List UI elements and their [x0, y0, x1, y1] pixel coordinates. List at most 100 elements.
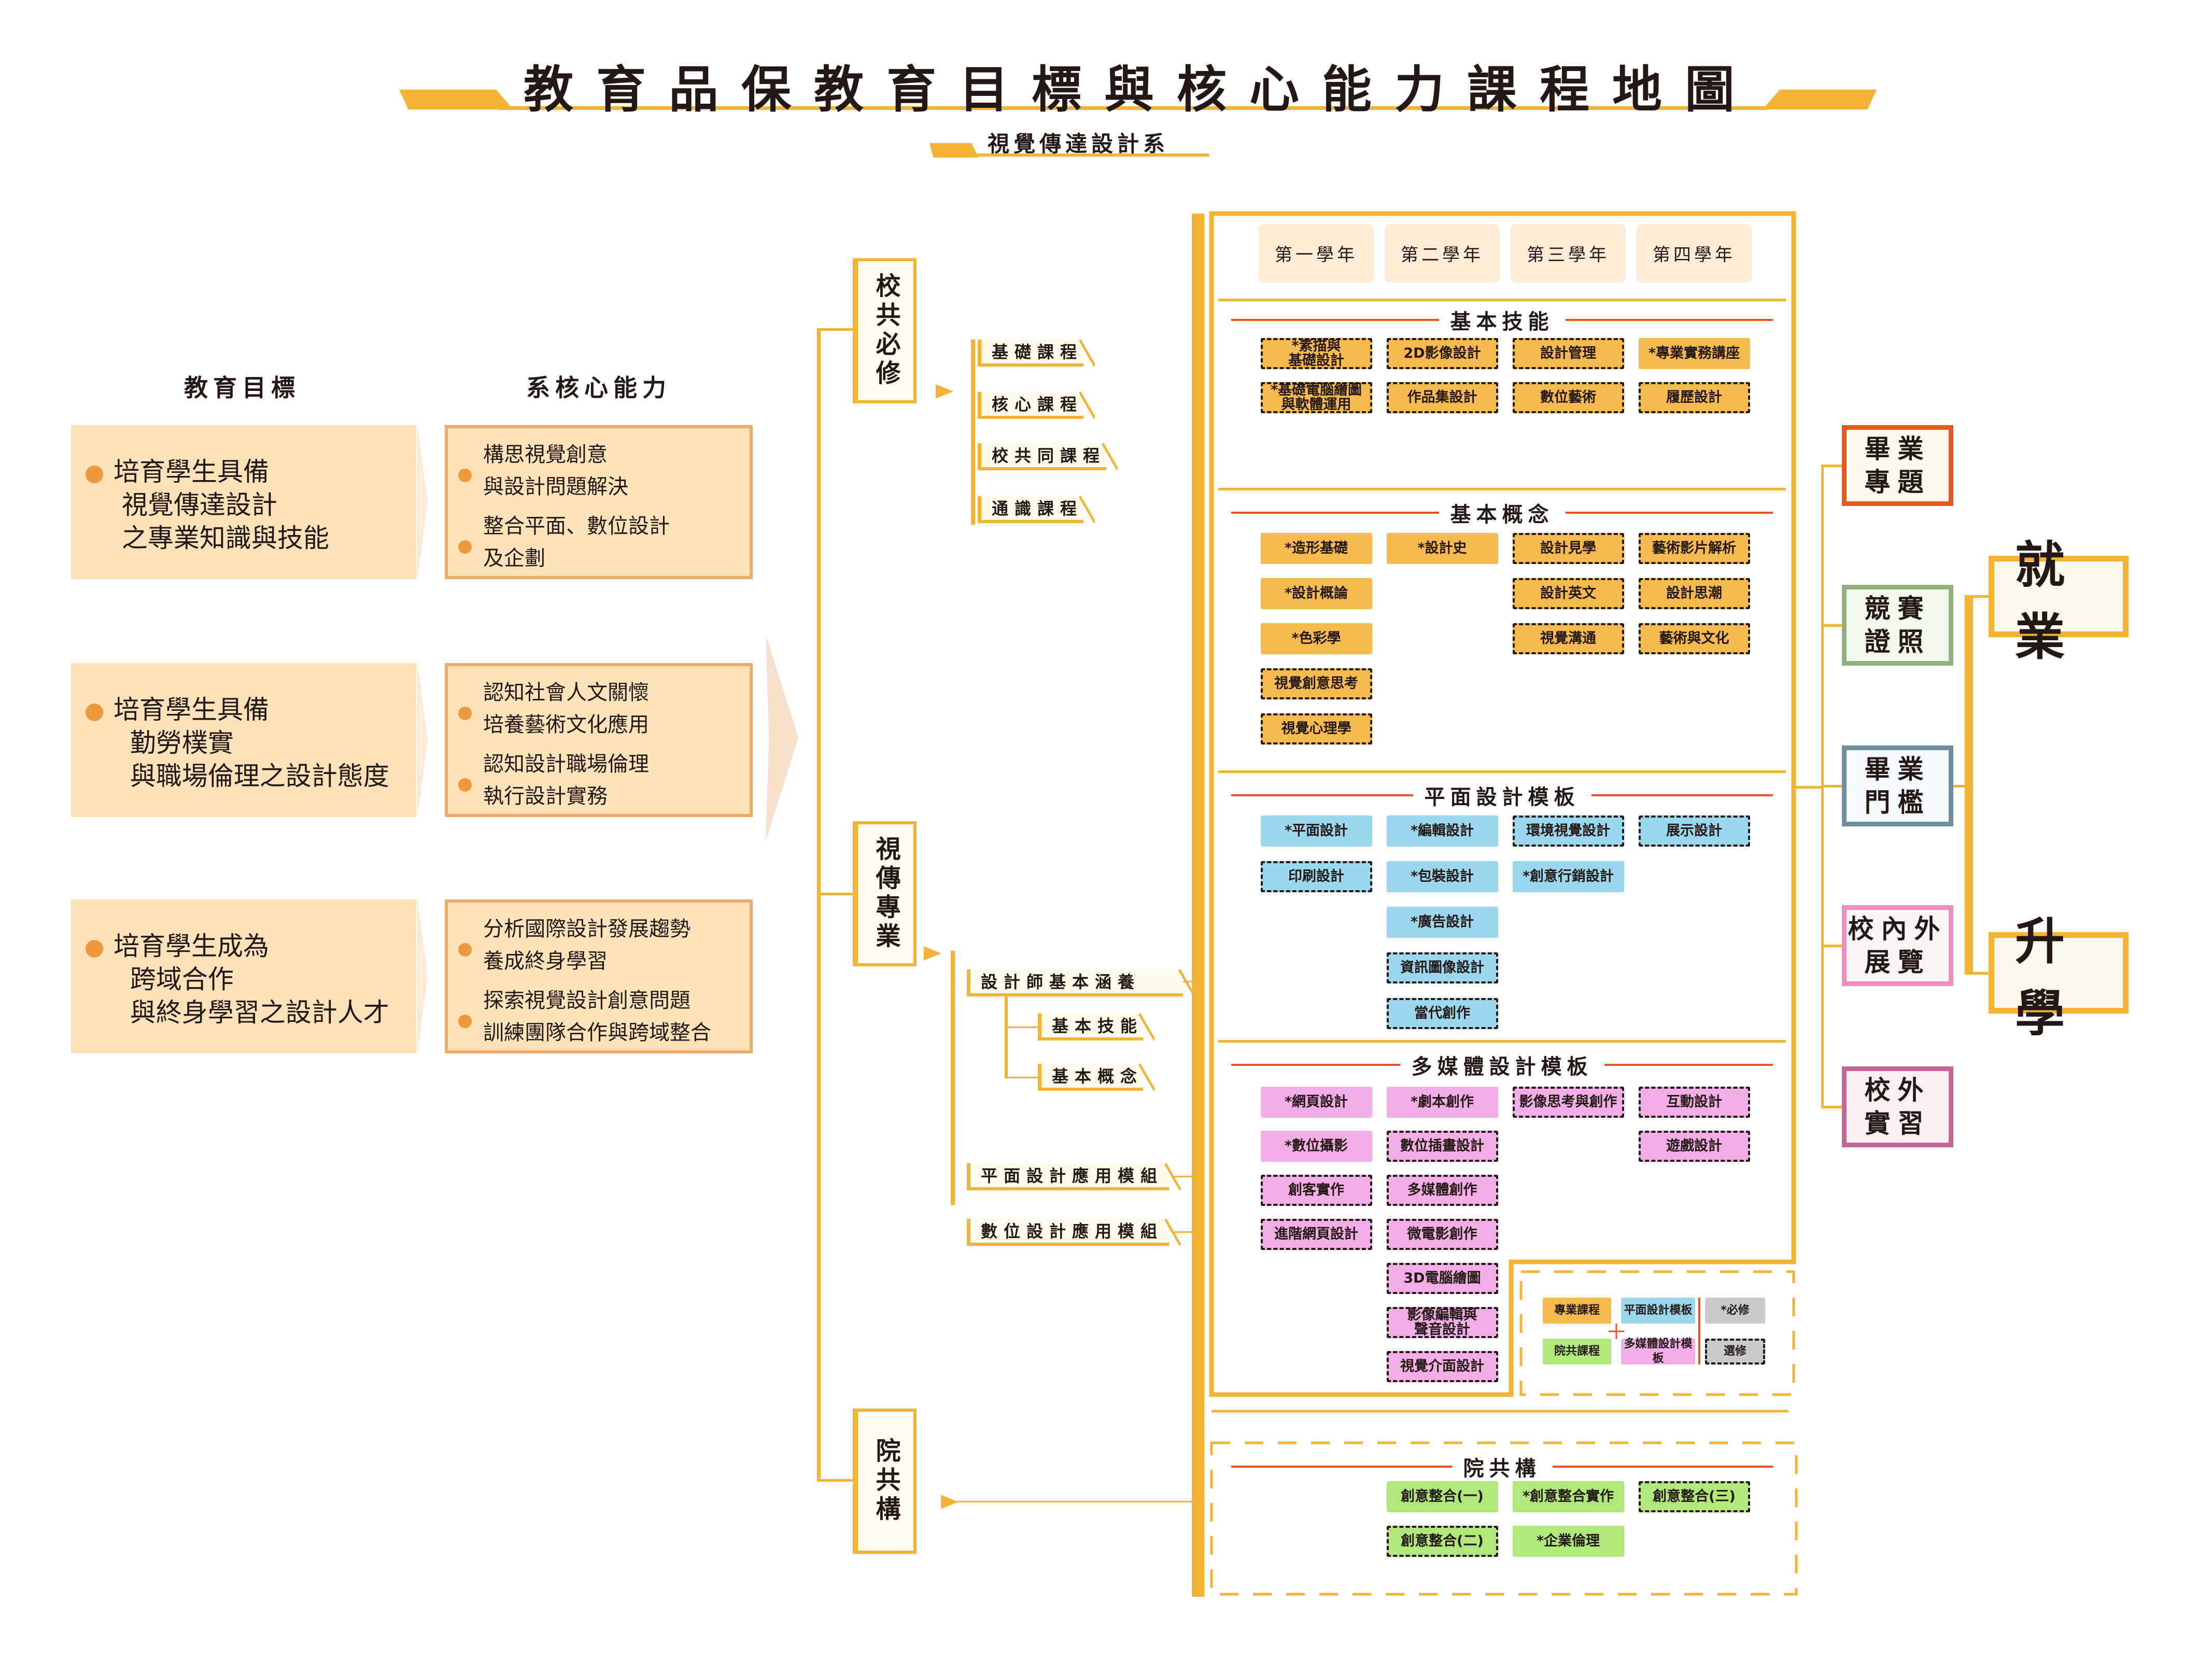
goal-box: 培育學生具備 勤勞樸實 與職場倫理之設計態度	[71, 663, 416, 817]
course-item[interactable]: 環境視覺設計	[1512, 816, 1624, 847]
course-item[interactable]: *劇本創作	[1386, 1087, 1498, 1118]
competency-item: 分析國際設計發展趨勢 養成終身學習	[483, 917, 691, 973]
divider-line	[1565, 319, 1773, 321]
tab-school-common-courses[interactable]: 校共同課程	[978, 443, 1118, 470]
competency-item: 整合平面、數位設計 及企劃	[483, 514, 670, 570]
year-column: 2D影像設計作品集設計	[1385, 338, 1500, 413]
course-item[interactable]: *設計史	[1386, 533, 1498, 564]
course-item[interactable]: 設計管理	[1512, 338, 1624, 369]
course-item[interactable]: 視覺創意思考	[1260, 668, 1372, 699]
course-item[interactable]: 履歷設計	[1638, 382, 1750, 413]
divider	[1218, 299, 1786, 301]
title-bar-right	[1763, 90, 1877, 109]
course-item[interactable]: 視覺心理學	[1260, 713, 1372, 744]
course-item[interactable]: *數位攝影	[1260, 1131, 1372, 1162]
year-column: 創意整合(一) 創意整合(二)	[1385, 1481, 1500, 1557]
course-item[interactable]: 數位藝術	[1512, 382, 1624, 413]
course-item[interactable]: 3D電腦繪圖	[1386, 1263, 1498, 1294]
divider-line	[1604, 1064, 1773, 1066]
course-item[interactable]: 設計英文	[1512, 578, 1624, 609]
tab-basic-courses[interactable]: 基礎課程	[978, 340, 1095, 367]
course-item[interactable]: 設計見學	[1512, 533, 1624, 564]
course-item[interactable]: 藝術與文化	[1638, 623, 1750, 654]
tab-basic-concepts[interactable]: 基本概念	[1038, 1064, 1154, 1091]
course-item[interactable]: *設計概論	[1260, 578, 1372, 609]
tab-graphic-module[interactable]: 平面設計應用模組	[967, 1163, 1180, 1190]
connector-line	[1953, 785, 1969, 788]
course-item[interactable]: *素描與 基礎設計	[1260, 338, 1372, 369]
bullet-icon	[458, 778, 472, 792]
goal-box: 培育學生具備 視覺傳達設計 之專業知識與技能	[71, 425, 416, 579]
goal-box: 培育學生成為 跨域合作 與終身學習之設計人才	[71, 899, 416, 1053]
competency-item: 構思視覺創意 與設計問題解決	[483, 443, 628, 499]
course-item[interactable]: 多媒體創作	[1386, 1175, 1498, 1206]
sub-bracket	[1005, 994, 1008, 1078]
connector-line	[1821, 945, 1843, 947]
course-item[interactable]: 視覺溝通	[1512, 623, 1624, 654]
course-item[interactable]: 影像思考與創作	[1512, 1087, 1624, 1118]
category-major[interactable]: 視傳專業	[853, 821, 917, 966]
section-courses: *網頁設計 *數位攝影創客實作進階網頁設計 *劇本創作數位插畫設計多媒體創作微電影創…	[1259, 1087, 1752, 1382]
course-item[interactable]: 創意整合(一)	[1386, 1481, 1498, 1512]
course-item[interactable]: *包裝設計	[1386, 861, 1498, 892]
course-item[interactable]: *平面設計	[1260, 816, 1372, 847]
course-item[interactable]: *網頁設計	[1260, 1087, 1372, 1118]
section-title: 院共構	[1463, 1457, 1541, 1481]
course-item[interactable]: 互動設計	[1638, 1087, 1750, 1118]
category-label: 視傳專業	[871, 836, 900, 952]
course-item[interactable]: 進階網頁設計	[1260, 1219, 1372, 1250]
connector-line	[1821, 624, 1843, 627]
course-item[interactable]: *創意整合實作	[1512, 1481, 1624, 1512]
course-item[interactable]: 印刷設計	[1260, 861, 1372, 892]
trunk-line	[817, 328, 821, 1482]
outcome-further-study: 升學	[1989, 912, 2129, 1043]
category-college[interactable]: 院共構	[853, 1409, 917, 1554]
course-item[interactable]: 資訊圖像設計	[1386, 952, 1498, 983]
goal-text: 培育學生成為 跨域合作 與終身學習之設計人才	[114, 931, 389, 1028]
divider-line	[1591, 794, 1773, 796]
course-item[interactable]: *創意行銷設計	[1512, 861, 1624, 892]
course-item[interactable]: 作品集設計	[1386, 382, 1498, 413]
course-item[interactable]: 設計思潮	[1638, 578, 1750, 609]
tab-general-education[interactable]: 通識課程	[978, 496, 1095, 523]
subtitle-underline	[975, 153, 1209, 157]
year-column: *編輯設計 *包裝設計 *廣告設計資訊圖像設計當代創作	[1385, 816, 1500, 1029]
course-item[interactable]: *廣告設計	[1386, 907, 1498, 938]
competency-item: 認知社會人文關懷 培養藝術文化應用	[483, 681, 649, 737]
tab-digital-module[interactable]: 數位設計應用模組	[967, 1219, 1180, 1246]
competency-item: 認知設計職場倫理 執行設計實務	[483, 752, 649, 808]
goal-text: 培育學生具備 勤勞樸實 與職場倫理之設計態度	[114, 695, 389, 791]
course-item[interactable]: *編輯設計	[1386, 816, 1498, 847]
section-header: 基本技能	[1231, 305, 1773, 335]
tab-basic-skills[interactable]: 基本技能	[1038, 1014, 1154, 1041]
year-column: 設計見學設計英文視覺溝通	[1511, 533, 1626, 744]
course-item[interactable]: 微電影創作	[1386, 1219, 1498, 1250]
course-item[interactable]: *企業倫理	[1512, 1526, 1624, 1557]
section-title: 平面設計模板	[1424, 785, 1580, 809]
course-item[interactable]: 視覺介面設計	[1386, 1351, 1498, 1382]
legend-required: *必修	[1705, 1298, 1765, 1324]
divider	[1218, 770, 1786, 773]
section-title: 基本概念	[1450, 503, 1554, 527]
course-item[interactable]: 2D影像設計	[1386, 338, 1498, 369]
course-item[interactable]: 數位插畫設計	[1386, 1131, 1498, 1162]
goal-text: 培育學生具備 視覺傳達設計 之專業知識與技能	[114, 457, 329, 553]
course-item[interactable]: 當代創作	[1386, 998, 1498, 1029]
bullet-icon	[86, 940, 103, 958]
course-item[interactable]: *基礎電腦繪圖 與軟體運用	[1260, 382, 1372, 413]
department-name: 視覺傳達設計系	[988, 131, 1170, 157]
course-item[interactable]: 展示設計	[1638, 816, 1750, 847]
course-item[interactable]: 遊戲設計	[1638, 1131, 1750, 1162]
course-item[interactable]: 藝術影片解析	[1638, 533, 1750, 564]
bullet-icon	[458, 943, 472, 957]
course-item[interactable]: 創意整合(二)	[1386, 1526, 1498, 1557]
course-item[interactable]: *專業實務講座	[1638, 338, 1750, 369]
course-item[interactable]: 創客實作	[1260, 1175, 1372, 1206]
course-item[interactable]: 影像編輯與 聲音設計	[1386, 1307, 1498, 1338]
course-item[interactable]: *色彩學	[1260, 623, 1372, 654]
divider	[1218, 1040, 1786, 1043]
tab-core-courses[interactable]: 核心課程	[978, 392, 1095, 419]
course-item[interactable]: 創意整合(三)	[1638, 1481, 1750, 1512]
course-item[interactable]: *造形基礎	[1260, 533, 1372, 564]
category-school-required[interactable]: 校共必修	[853, 258, 917, 403]
